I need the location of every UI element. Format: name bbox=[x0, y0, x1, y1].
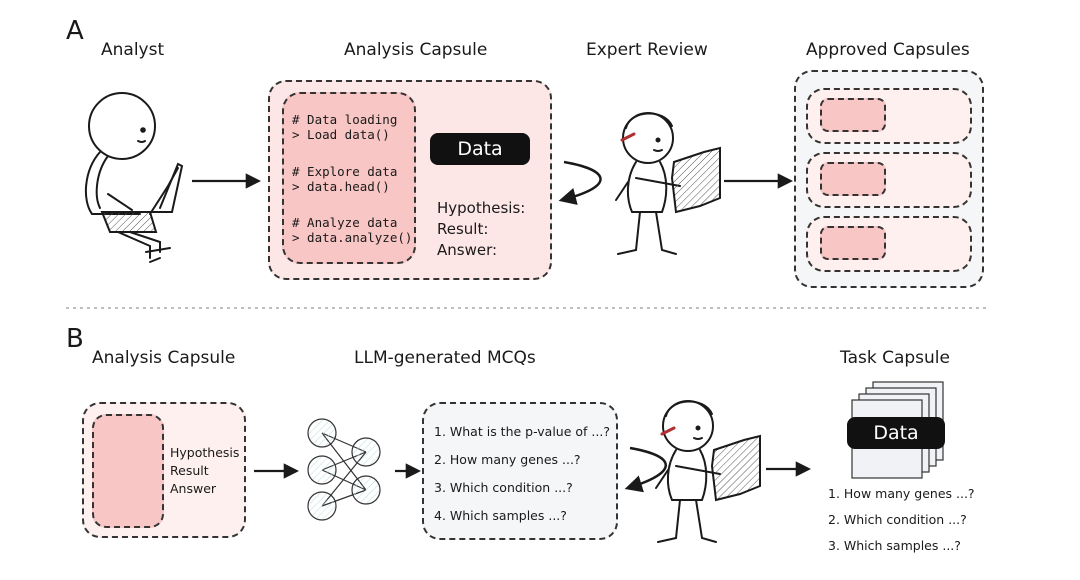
code-line-6: > data.analyze() bbox=[292, 230, 413, 245]
task-capsule-title: Task Capsule bbox=[840, 348, 950, 368]
mcq-item-2: 2. How many genes ...? bbox=[434, 452, 581, 467]
expert-reviewer-a bbox=[615, 112, 721, 255]
approved-capsule-1-block bbox=[820, 98, 886, 132]
code-block bbox=[282, 92, 416, 264]
answer-field: Answer: bbox=[437, 241, 498, 259]
mcq-box bbox=[422, 402, 618, 540]
code-line-3: # Explore data bbox=[292, 164, 398, 179]
approved-capsule-2-block bbox=[820, 162, 886, 196]
approved-capsule-3-block bbox=[820, 226, 886, 260]
llm-mcqs-title: LLM-generated MCQs bbox=[354, 348, 536, 368]
analysis-capsule-b-title: Analysis Capsule bbox=[92, 348, 236, 368]
task-question-3: 3. Which samples ...? bbox=[828, 538, 961, 553]
code-line-4: > data.head() bbox=[292, 179, 390, 194]
capsule-b-hypothesis: Hypothesis bbox=[170, 445, 240, 460]
arrow-reviewer-to-mcq bbox=[624, 446, 667, 493]
mcq-item-4: 4. Which samples ...? bbox=[434, 508, 567, 523]
panel-label-a: A bbox=[66, 16, 84, 46]
data-label-a: Data bbox=[430, 133, 530, 165]
capsule-b-block bbox=[92, 414, 164, 528]
task-question-1: 1. How many genes ...? bbox=[828, 486, 975, 501]
arrow-review-to-capsule bbox=[558, 160, 602, 205]
approved-capsules-title: Approved Capsules bbox=[806, 40, 970, 60]
capsule-b-result: Result bbox=[170, 463, 209, 478]
mcq-item-3: 3. Which condition ...? bbox=[434, 480, 573, 495]
code-line-2: > Load data() bbox=[292, 127, 390, 142]
analyst-title: Analyst bbox=[101, 40, 165, 60]
analyst-figure bbox=[84, 92, 184, 263]
analysis-capsule-title: Analysis Capsule bbox=[344, 40, 488, 60]
code-line-5: # Analyze data bbox=[292, 215, 398, 230]
code-line-1: # Data loading bbox=[292, 112, 398, 127]
result-field: Result: bbox=[437, 220, 489, 238]
task-question-2: 2. Which condition ...? bbox=[828, 512, 967, 527]
expert-reviewer-b bbox=[655, 400, 761, 543]
neural-network-icon bbox=[307, 418, 381, 521]
hypothesis-field: Hypothesis: bbox=[437, 199, 526, 217]
data-label-b: Data bbox=[847, 417, 945, 449]
capsule-b-answer: Answer bbox=[170, 481, 217, 496]
expert-review-title: Expert Review bbox=[586, 40, 708, 60]
panel-label-b: B bbox=[66, 324, 84, 354]
mcq-item-1: 1. What is the p-value of ...? bbox=[434, 424, 610, 439]
